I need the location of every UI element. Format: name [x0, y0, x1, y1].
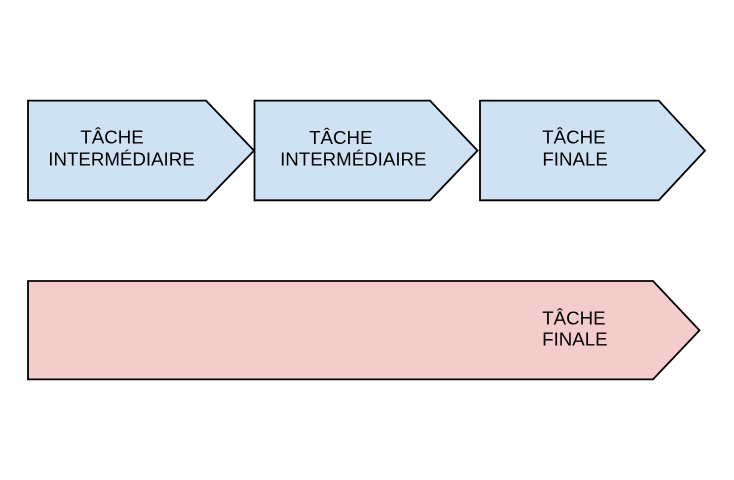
- svg-text:FINALE: FINALE: [542, 329, 607, 350]
- svg-text:TÂCHE: TÂCHE: [309, 127, 372, 148]
- svg-text:INTERMÉDIAIRE: INTERMÉDIAIRE: [48, 149, 194, 170]
- svg-text:TÂCHE: TÂCHE: [542, 127, 605, 148]
- svg-text:TÂCHE: TÂCHE: [542, 308, 605, 329]
- svg-text:FINALE: FINALE: [542, 149, 607, 170]
- svg-text:INTERMÉDIAIRE: INTERMÉDIAIRE: [280, 149, 426, 170]
- svg-text:TÂCHE: TÂCHE: [80, 127, 143, 148]
